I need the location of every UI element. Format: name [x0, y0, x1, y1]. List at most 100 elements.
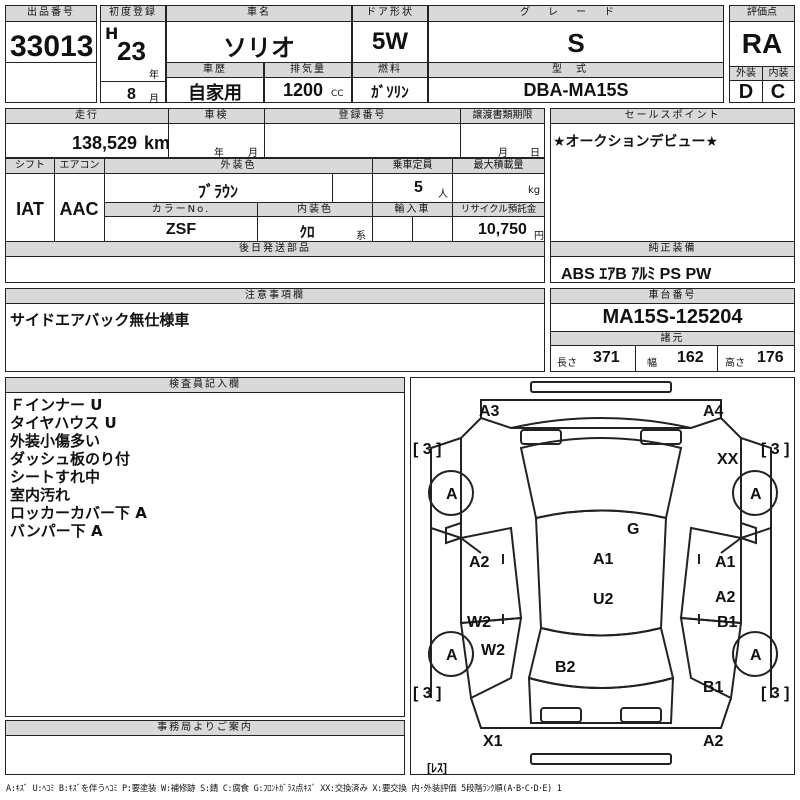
- height-value: 176: [757, 349, 784, 366]
- door-value: 5W: [372, 28, 408, 55]
- mark-front-left-wheel: A: [446, 486, 458, 503]
- inspector-box: 検査員記入欄 Ｆインナー U タイヤハウス U 外装小傷多い ダッシュ板のり付 …: [5, 377, 405, 717]
- first-reg-year-unit: 年: [149, 70, 159, 81]
- recycle-label: リサイクル預託金: [453, 203, 544, 217]
- fuel-value: ｶﾞｿﾘﾝ: [371, 84, 409, 101]
- inspector-label: 検査員記入欄: [6, 378, 404, 393]
- mark-roof: U2: [593, 591, 614, 608]
- first-reg-label: 初度登録: [101, 6, 165, 22]
- inspector-line: シートすれ中: [10, 468, 101, 486]
- aircon-label: エアコン: [54, 159, 104, 174]
- displacement-value: 1200: [283, 80, 324, 100]
- mark-rear-right-bumper: A2: [703, 733, 724, 750]
- history-label: 車歴: [167, 63, 263, 78]
- office-label: 事務局よりご案内: [6, 721, 404, 736]
- exterior-grade: D: [738, 81, 754, 103]
- shift-value: IAT: [16, 199, 44, 219]
- mark-windshield: G: [627, 521, 639, 538]
- mark-right-rear-door: A2: [715, 589, 736, 606]
- inspection-year-unit: 年: [214, 148, 224, 159]
- later-parts-label: 後日発送部品: [6, 242, 544, 257]
- grade-value: S: [567, 28, 585, 58]
- equipment-value: ABS ｴｱB ｱﾙﾐ PS PW: [561, 266, 712, 283]
- length-value: 371: [593, 349, 620, 366]
- mark-left-rear-fender: W2: [481, 642, 505, 659]
- mark-rear-right-wheel: A: [750, 647, 762, 664]
- first-reg-month: 8: [127, 86, 136, 103]
- length-label: 長さ: [557, 358, 577, 369]
- lot-box: 出品番号 33013: [5, 5, 97, 103]
- displacement-unit: CC: [331, 89, 344, 99]
- car-outline: A3 A4 [ 3 ] [ 3 ] XX A A G A2 A1 A1 U2 A…: [413, 381, 789, 774]
- spec-block: シフト エアコン 外装色 乗車定員 最大積載量 IAT AAC ﾌﾞﾗｳﾝ 5 …: [5, 158, 545, 242]
- car-name-box: 車名 ソリオ: [166, 5, 352, 63]
- inspector-line: バンパー下 A: [10, 522, 103, 540]
- first-registration-box: 初度登録 H 23 年 8 月: [100, 5, 166, 105]
- ext-color-value: ﾌﾞﾗｳﾝ: [197, 184, 238, 201]
- office-box: 事務局よりご案内: [5, 720, 405, 775]
- shift-label: シフト: [6, 159, 54, 174]
- score-value: RA: [741, 28, 783, 59]
- interior-grade: C: [770, 81, 786, 103]
- max-load-label: 最大積載量: [452, 159, 544, 174]
- displacement-box: 排気量 1200 CC: [264, 62, 352, 103]
- mark-rear-left-wheel: A: [446, 647, 458, 664]
- color-no-value: ZSF: [165, 221, 197, 238]
- mark-rear-glass: B2: [555, 659, 576, 676]
- car-name-label: 車名: [167, 6, 351, 22]
- model-code: DBA-MA15S: [523, 80, 629, 100]
- mark-front-right-fender: XX: [717, 451, 739, 468]
- recycle-value: 10,750: [478, 221, 527, 238]
- inspector-line: ロッカーカバー下 A: [10, 504, 147, 522]
- capacity-unit: 人: [438, 189, 448, 200]
- width-label: 幅: [647, 358, 657, 369]
- int-color-label: 内装色: [257, 203, 372, 217]
- mark-front-right-tire: [ 3 ]: [761, 441, 789, 458]
- sales-point-box: セールスポイント ★オークションデビュー★: [550, 108, 795, 242]
- ext-color-label: 外装色: [104, 159, 372, 174]
- inspector-line: ダッシュ板のり付: [10, 450, 131, 468]
- mileage-unit: km: [144, 133, 171, 153]
- equipment-box: 純正装備 ABS ｴｱB ｱﾙﾐ PS PW: [550, 241, 795, 283]
- equipment-label: 純正装備: [551, 242, 794, 257]
- transfer-deadline-label: 譲渡書類期限: [460, 109, 544, 124]
- dimensions-label: 諸元: [551, 331, 794, 346]
- inspection-label: 車検: [168, 109, 264, 124]
- mark-rear-left-tire: [ 3 ]: [413, 685, 441, 702]
- int-color-unit: 系: [356, 231, 366, 242]
- chassis-number: MA15S-125204: [602, 306, 743, 328]
- mark-left-front-door: A2: [469, 554, 490, 571]
- model-code-label: 型式: [429, 63, 723, 78]
- fuel-box: 燃料 ｶﾞｿﾘﾝ: [352, 62, 428, 103]
- aircon-value: AAC: [59, 199, 99, 219]
- chassis-label: 車台番号: [551, 289, 794, 304]
- max-load-unit: kg: [528, 185, 541, 196]
- registration-label: 登録番号: [264, 109, 460, 124]
- notes-label: 注意事項欄: [6, 289, 544, 304]
- mark-front-right-bumper: A4: [703, 403, 724, 420]
- inspector-line: Ｆインナー U: [10, 396, 103, 414]
- door-label: ドア形状: [353, 6, 427, 22]
- inspector-line: 室内汚れ: [10, 486, 71, 504]
- mileage-row-box: 走行 車検 登録番号 譲渡書類期限 138,529 km 年 月 月 日: [5, 108, 545, 159]
- transfer-month-unit: 月: [498, 148, 508, 159]
- inspector-line: タイヤハウス U: [10, 414, 117, 432]
- displacement-label: 排気量: [265, 63, 351, 78]
- mark-left-rear-door: W2: [467, 614, 491, 631]
- inspection-month-unit: 月: [248, 148, 258, 159]
- recycle-unit: 円: [534, 231, 544, 242]
- history-value: 自家用: [188, 83, 242, 103]
- damage-diagram: A3 A4 [ 3 ] [ 3 ] XX A A G A2 A1 A1 U2 A…: [410, 377, 795, 775]
- first-reg-month-unit: 月: [149, 94, 159, 105]
- interior-grade-label: 内装: [762, 67, 794, 81]
- score-box: 評価点 RA 外装 内装 D C: [729, 5, 795, 103]
- first-reg-era: H: [105, 24, 119, 43]
- width-value: 162: [677, 349, 704, 366]
- chassis-box: 車台番号 MA15S-125204 諸元 長さ 371 幅 162 高さ 176: [550, 288, 795, 372]
- capacity-value: 5: [414, 179, 423, 196]
- grade-box: グレード S: [428, 5, 724, 63]
- mileage-label: 走行: [6, 109, 168, 124]
- later-parts-box: 後日発送部品: [5, 241, 545, 283]
- height-label: 高さ: [725, 358, 745, 369]
- exterior-grade-label: 外装: [730, 67, 762, 81]
